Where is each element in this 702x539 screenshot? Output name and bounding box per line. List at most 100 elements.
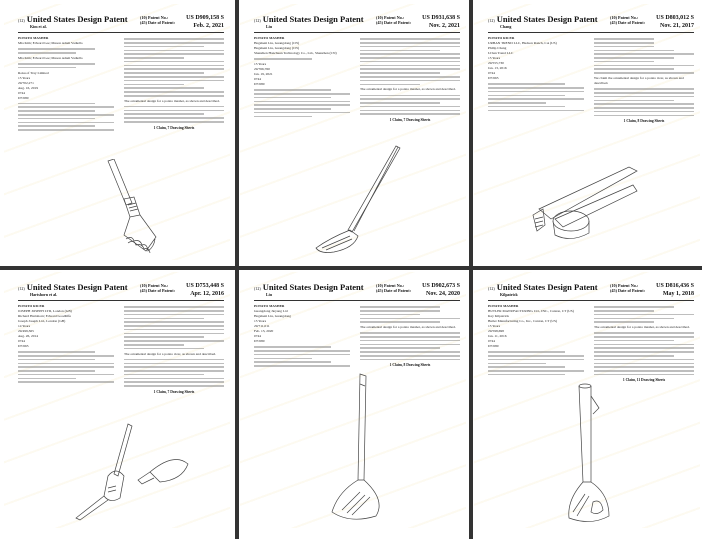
patent-number: US D753,448 S bbox=[186, 283, 224, 289]
patent-date: Apr. 12, 2016 bbox=[190, 291, 224, 297]
text-column: The ornamental design for a potato mashe… bbox=[360, 304, 460, 367]
patent-values: US D909,158 S Feb. 2, 2021 bbox=[186, 14, 224, 30]
patent-page[interactable]: (12) United States Design Patent Liu (10… bbox=[240, 4, 466, 260]
term: 15 Years bbox=[18, 75, 31, 80]
loc-class: 0744 bbox=[254, 334, 261, 338]
us-cl: D7/680 bbox=[254, 339, 265, 343]
appl-no: 29/711,011 bbox=[254, 324, 270, 328]
appl-no: 29/702,271 bbox=[18, 80, 34, 85]
patent-page[interactable]: (12) United States Design Patent Kim et … bbox=[4, 4, 230, 260]
loc-class: 0744 bbox=[254, 76, 261, 81]
loc-class: 0744 bbox=[488, 71, 495, 75]
loc-class: 0744 bbox=[18, 90, 25, 95]
drawing-sheets: 1 Claim, 7 Drawing Sheets bbox=[389, 118, 431, 123]
text-column: We claim the ornamental design for a pot… bbox=[594, 36, 694, 123]
appl-no: 29/555,730 bbox=[488, 61, 504, 65]
term: 14 Years bbox=[18, 324, 31, 328]
filed: Jan. 19, 2021 bbox=[254, 71, 273, 76]
us-cl: D7/680 bbox=[488, 344, 499, 348]
patent-page[interactable]: (12) United States Design Patent Hartsho… bbox=[4, 272, 230, 528]
patent-title: United States Design Patent bbox=[262, 14, 364, 24]
appl-no: 29/766,760 bbox=[254, 66, 270, 71]
patent-title: United States Design Patent bbox=[496, 14, 598, 24]
patent-number: US D909,158 S bbox=[186, 15, 224, 21]
bibliographic-column: POTATO MASHER Mia Kim; Edward Lee; Mason… bbox=[18, 36, 114, 133]
appl-no: 29/499,365 bbox=[18, 329, 34, 333]
patent-title: United States Design Patent bbox=[26, 282, 128, 292]
inventor-short: Kim et al. bbox=[30, 24, 47, 29]
applicant: JOSEPH JOSEPH LTD, London (GB) bbox=[18, 309, 72, 313]
patent-date: Nov. 2, 2021 bbox=[428, 23, 460, 29]
patent-number: US D816,436 S bbox=[656, 283, 694, 289]
drawing-sheets: 1 Claim, 8 Drawing Sheets bbox=[389, 363, 431, 368]
text-column: The ornamental design for a potato mashe… bbox=[360, 36, 460, 122]
bibliographic-column: POTATO RICER JOSEPH JOSEPH LTD, London (… bbox=[18, 304, 114, 385]
claim: We claim the ornamental design for a pot… bbox=[594, 76, 684, 85]
filed: Aug. 26, 2014 bbox=[18, 334, 39, 338]
patent-date: Nov. 24, 2020 bbox=[425, 291, 460, 297]
masher-drawing bbox=[315, 145, 401, 253]
patent-number: US D931,638 S bbox=[422, 15, 460, 21]
inventor-short: Chang bbox=[500, 24, 512, 29]
inventors: Mia Kim; Edward Lee; Mason Adam Vadiello bbox=[18, 55, 83, 60]
design-name: POTATO RICER bbox=[18, 304, 45, 308]
patent-values: US D931,638 S Nov. 2, 2021 bbox=[422, 14, 460, 30]
inventors: Hegsheni Liu, Guangdong bbox=[254, 314, 292, 318]
patent-labels: (10) Patent No.:(45) Date of Patent: bbox=[140, 15, 175, 25]
patent-header: (12) United States Design Patent Hartsho… bbox=[18, 282, 224, 301]
claim: The ornamental design for a potato ricer… bbox=[124, 351, 216, 356]
inventors: Kay Kilpatrick bbox=[488, 314, 509, 318]
patent-page[interactable]: (12) United States Design Patent Chang (… bbox=[474, 4, 700, 260]
appl-no: 29/598,698 bbox=[488, 329, 504, 333]
us-cl: D7/680 bbox=[18, 95, 29, 100]
inventor-short: Liu bbox=[266, 292, 273, 297]
patent-date: Feb. 2, 2021 bbox=[193, 23, 224, 29]
potato-ricer-drawing bbox=[532, 166, 638, 239]
applicant: Mia Kim; Edward Lee; Mason Adam Vadiello bbox=[18, 41, 83, 45]
drawing-sheets: 1 Claim, 8 Drawing Sheets bbox=[623, 119, 665, 124]
filed: Jan. 11, 2016 bbox=[488, 334, 507, 338]
text-column: The ornamental design for a potato ricer… bbox=[124, 304, 224, 394]
us-cl: D7/680 bbox=[254, 81, 265, 86]
filed: Feb. 13, 2020 bbox=[254, 329, 274, 333]
assignee: Butler Manufacturing Co., Inc., Canton, … bbox=[488, 319, 558, 323]
patent-date: Nov. 21, 2017 bbox=[659, 23, 694, 29]
claim: The ornamental design for a potato mashe… bbox=[360, 325, 456, 330]
text-column: The ornamental design for a potato mashe… bbox=[594, 304, 694, 382]
applicant: URBAN TREND LLC, Hudson Ranch, CA (US) bbox=[488, 41, 557, 45]
term: 15 Years bbox=[254, 61, 267, 66]
inventors: Richard Hartshorn; Edward Goodliffe bbox=[18, 314, 72, 318]
loc-class: 0744 bbox=[488, 339, 495, 343]
patent-values: US D902,673 S Nov. 24, 2020 bbox=[422, 282, 460, 298]
patent-labels: (10) Patent No.:(45) Date of Patent: bbox=[610, 283, 645, 293]
design-name: POTATO MASHER bbox=[254, 36, 285, 40]
potato-masher-drawing bbox=[107, 159, 157, 254]
patent-header: (12) United States Design Patent Chang (… bbox=[488, 14, 694, 33]
term: 15 Years bbox=[488, 324, 501, 328]
applicant: Guangdong Jieyang Ltd bbox=[254, 309, 288, 313]
claim: The ornamental design for a potato mashe… bbox=[594, 325, 690, 330]
patent-title: United States Design Patent bbox=[262, 282, 364, 292]
design-name: POTATO MASHER bbox=[254, 304, 285, 308]
us-cl: D7/665 bbox=[488, 76, 499, 80]
drawing-sheets: 1 Claim, 7 Drawing Sheets bbox=[153, 389, 195, 394]
drawing-sheets: 1 Claim, 11 Drawing Sheets bbox=[622, 378, 666, 383]
us-cl: D7/665 bbox=[18, 344, 29, 348]
patent-title: United States Design Patent bbox=[26, 14, 128, 24]
bibliographic-column: POTATO RICER URBAN TREND LLC, Hudson Ran… bbox=[488, 36, 584, 113]
patent-number: US D902,673 S bbox=[422, 283, 460, 289]
claim: The ornamental design for a potato mashe… bbox=[360, 87, 456, 92]
design-name: POTATO MASHER bbox=[18, 36, 49, 40]
inventor-short: Kilpatrick bbox=[500, 292, 518, 297]
inventor-short: Liu bbox=[266, 24, 273, 29]
design-name: POTATO RICER bbox=[488, 36, 515, 40]
patent-date: May 1, 2018 bbox=[662, 291, 694, 297]
drawing-sheets: 1 Claim, 7 Drawing Sheets bbox=[153, 125, 195, 130]
patent-page[interactable]: (12) United States Design Patent Liu (10… bbox=[240, 272, 466, 528]
filed: Jan. 13, 2016 bbox=[488, 66, 507, 70]
assignee: Shenzhen Hanchuan Technology Co., Ltd., … bbox=[254, 51, 337, 55]
patent-page[interactable]: (12) United States Design Patent Kilpatr… bbox=[474, 272, 700, 528]
mesh-masher-drawing bbox=[568, 383, 610, 522]
